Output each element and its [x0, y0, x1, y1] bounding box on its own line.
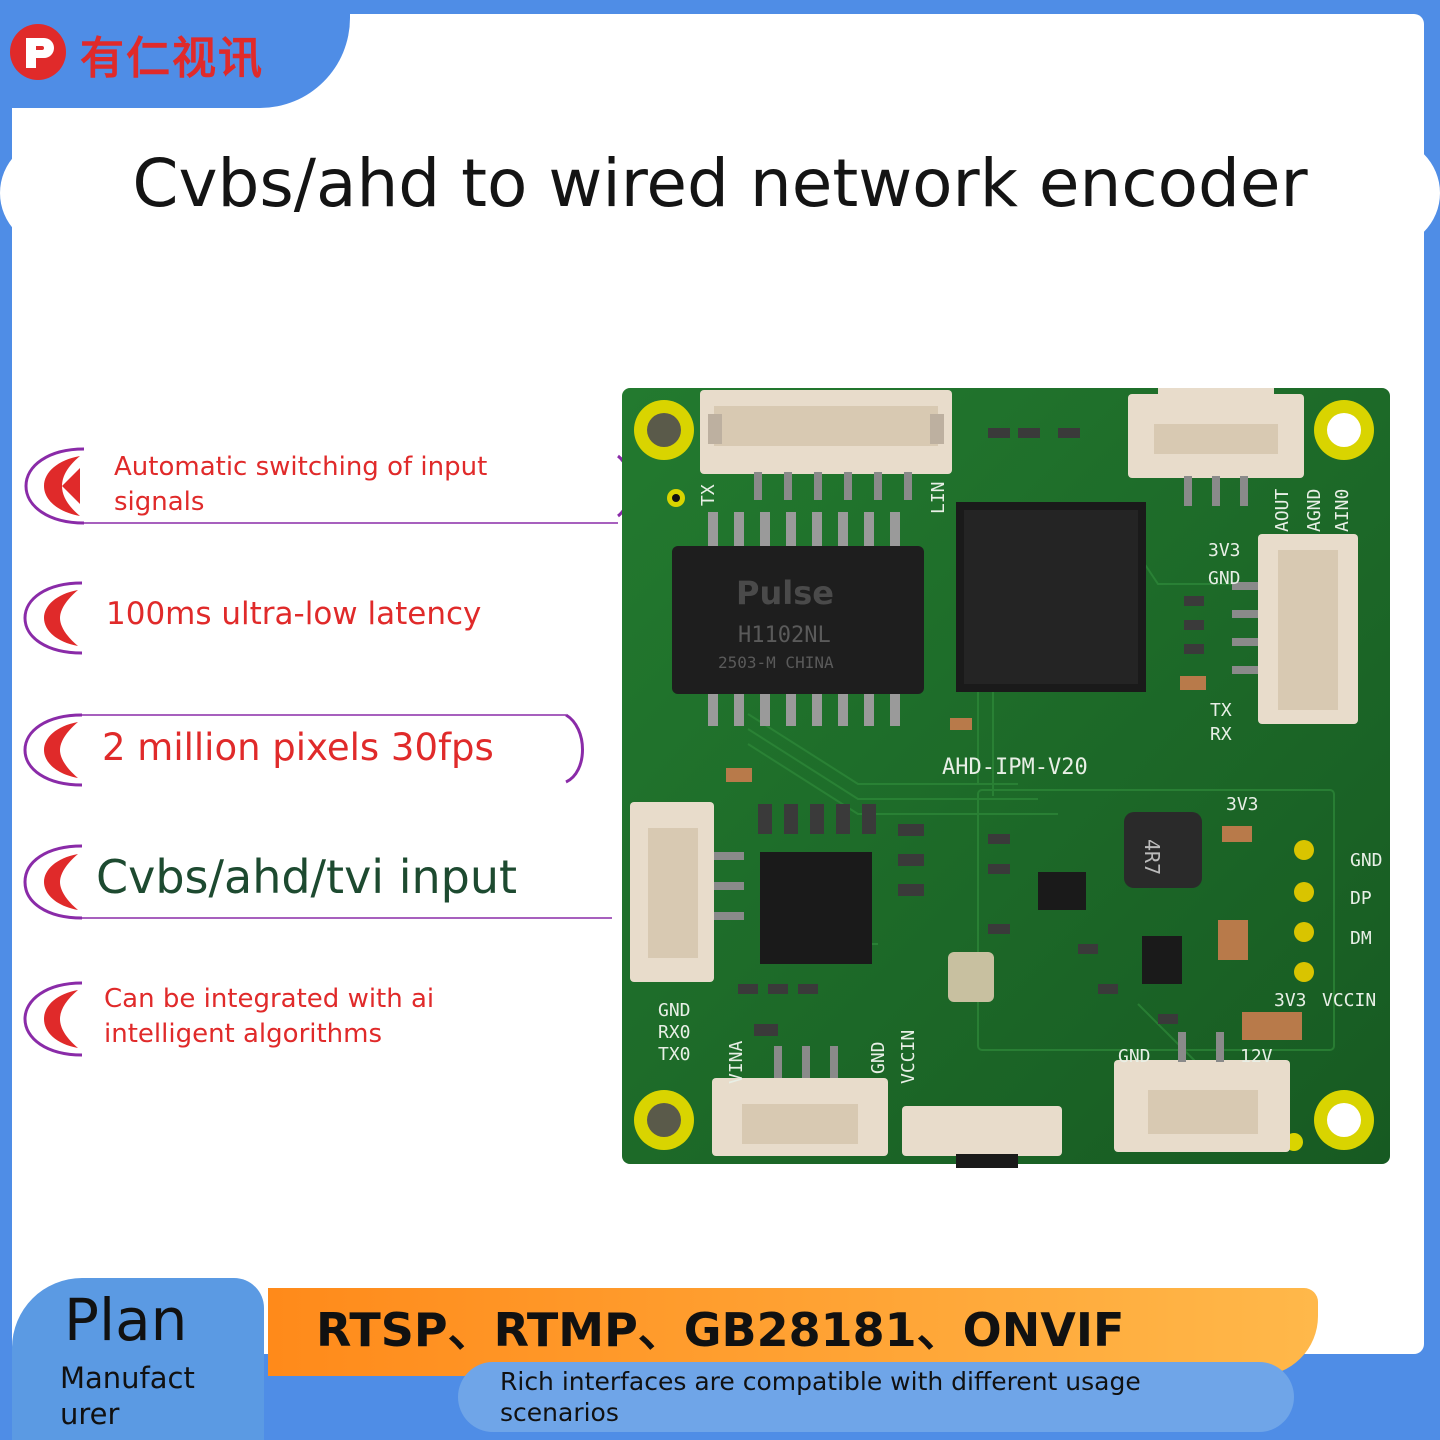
mounting-hole	[634, 400, 1374, 1151]
silk-label: 3V3	[1208, 540, 1241, 561]
silk-label: 12V	[1240, 1046, 1273, 1067]
crescent-icon	[23, 713, 584, 787]
crescent-icon	[23, 981, 83, 1057]
plan-label: Plan	[64, 1286, 188, 1354]
feature-text-line: intelligent algorithms	[104, 1019, 383, 1049]
decoder-chip	[760, 852, 872, 964]
feature-text-line: 2 million pixels 30fps	[102, 726, 494, 769]
feature-item-auto-switching: Automatic switching of input signals	[22, 446, 632, 525]
crystal	[948, 952, 994, 1002]
silk-label: TX	[698, 484, 719, 506]
silk-label: VINA	[726, 1040, 747, 1084]
silk-label: AIN0	[1332, 489, 1353, 532]
connector-3pin-audio	[1128, 388, 1304, 506]
regulator-chip	[1142, 936, 1182, 984]
silk-label: GND	[1208, 568, 1241, 589]
silk-label: GND	[1118, 1046, 1151, 1067]
feature-text-line: 100ms ultra-low latency	[106, 596, 482, 632]
connector-4pin-side	[630, 802, 744, 982]
connector-2pin-power	[1114, 1032, 1290, 1152]
inductor-label: 4R7	[1140, 839, 1164, 875]
description-pill	[458, 1362, 1294, 1432]
transformer-code: 2503-M CHINA	[718, 653, 834, 672]
connector-3pin-video	[712, 1046, 888, 1156]
silk-label: TX0	[658, 1044, 691, 1065]
protocol-list: RTSP、RTMP、GB28181、ONVIF	[316, 1303, 1125, 1357]
silk-label: 3V3	[1274, 990, 1307, 1011]
silk-label: AGND	[1304, 489, 1325, 532]
page-title: Cvbs/ahd to wired network encoder	[132, 145, 1308, 222]
connector-5pin	[1232, 534, 1358, 724]
manufacturer-label: Manufact urer	[60, 1361, 195, 1431]
silk-label: GND	[868, 1041, 889, 1074]
crescent-icon	[24, 447, 632, 525]
feature-text-line: signals	[114, 487, 205, 517]
feature-text-line: Cvbs/ahd/tvi input	[96, 850, 518, 904]
main-processor-chip	[956, 502, 1146, 692]
pcb-board-image: Pulse H1102NL 2503-M CHINA 4R7	[622, 388, 1390, 1168]
plan-badge	[12, 1278, 264, 1440]
protocol-banner	[268, 1288, 1318, 1376]
power-switch	[902, 1106, 1062, 1168]
brand-name: 有仁视讯	[80, 33, 264, 84]
feature-item-ai: Can be integrated with ai intelligent al…	[22, 980, 542, 1057]
silk-label: GND	[1350, 850, 1383, 871]
silk-label: RX0	[658, 1022, 691, 1043]
connector-6pin	[700, 390, 952, 500]
logo-icon	[10, 24, 66, 80]
silk-label: DM	[1350, 928, 1372, 949]
description-text: Rich interfaces are compatible with diff…	[500, 1367, 1141, 1427]
silk-label: VCCIN	[898, 1030, 919, 1084]
usb-pads	[1294, 840, 1314, 982]
feature-item-input: Cvbs/ahd/tvi input	[22, 842, 662, 922]
regulator-chip	[1038, 872, 1086, 910]
silk-label: GND	[658, 1000, 691, 1021]
silk-label: AOUT	[1272, 488, 1293, 532]
crescent-icon	[23, 844, 658, 920]
feature-text-line: Automatic switching of input	[114, 452, 488, 482]
feature-text-line: Can be integrated with ai	[104, 984, 435, 1014]
silk-label: 3V3	[1226, 794, 1259, 815]
inductor: 4R7	[1124, 812, 1202, 888]
transformer-model: H1102NL	[738, 623, 831, 648]
feature-item-resolution: 2 million pixels 30fps	[22, 712, 590, 787]
crescent-icon	[23, 581, 83, 655]
silk-label: VCCIN	[1322, 990, 1376, 1011]
silk-label: LIN	[928, 481, 949, 514]
transformer-brand: Pulse	[736, 574, 834, 612]
feature-item-latency: 100ms ultra-low latency	[22, 580, 542, 655]
title-bar	[0, 138, 1440, 248]
board-model-label: AHD-IPM-V20	[942, 755, 1088, 780]
silk-label: RX	[1210, 724, 1232, 745]
silk-label: TX	[1210, 700, 1232, 721]
silk-label: DP	[1350, 888, 1372, 909]
ethernet-transformer: Pulse H1102NL 2503-M CHINA	[672, 512, 924, 726]
